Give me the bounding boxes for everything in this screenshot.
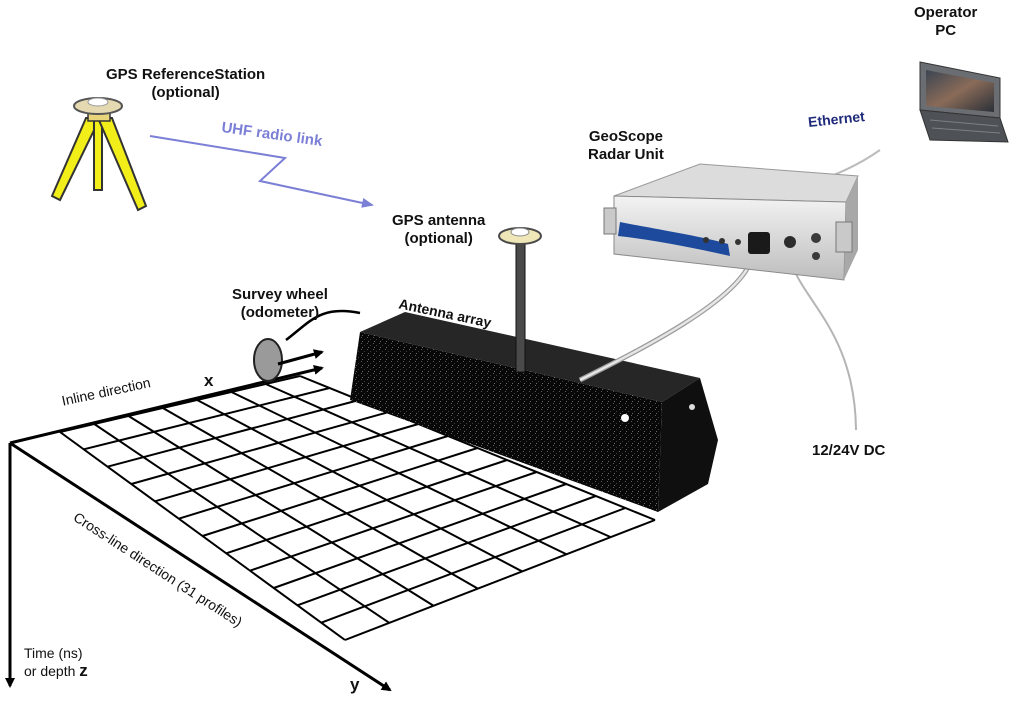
survey-wheel (253, 309, 361, 382)
axes (5, 365, 392, 692)
label-survey-wheel: Survey wheel (odometer) (232, 286, 328, 322)
label-survey-wheel-line1: Survey wheel (232, 286, 328, 303)
label-radar-unit: GeoScope Radar Unit (588, 128, 664, 164)
uhf-link-line (149, 135, 374, 208)
radar-unit (603, 163, 859, 281)
label-x-axis: x (204, 371, 214, 390)
grid-line-crossline (93, 423, 390, 624)
grid-line-inline (202, 447, 478, 537)
grid-line-inline (273, 483, 567, 589)
grid-line-inline (297, 495, 597, 607)
grid-line-inline (249, 471, 537, 572)
label-time-axis-line2-text: or depth (24, 663, 76, 679)
grid-line-inline (225, 459, 508, 555)
label-radar-unit-line2: Radar Unit (588, 146, 664, 163)
grid-line-crossline (162, 407, 479, 590)
grid-line-crossline (128, 415, 435, 607)
grid-line-inline (178, 435, 449, 520)
label-gps-reference-line1: GPS ReferenceStation (106, 66, 266, 83)
grid-line-inline (320, 507, 626, 624)
label-operator-pc: Operator PC (914, 4, 977, 40)
label-gps-reference: GPS ReferenceStation (optional) (106, 66, 265, 102)
grid-line-crossline (230, 391, 567, 556)
grid-line-inline (344, 519, 656, 641)
label-gps-antenna-line2: (optional) (404, 230, 473, 247)
crossline-axis (9, 441, 392, 692)
survey-grid (59, 375, 656, 641)
antenna-array-box (350, 312, 718, 512)
label-gps-reference-line2: (optional) (151, 84, 220, 101)
laptop (919, 61, 1009, 143)
grid-line-crossline (59, 431, 346, 641)
label-power: 12/24V DC (812, 442, 886, 459)
grid-line-inline (107, 399, 360, 468)
grid-line-inline (130, 411, 390, 485)
label-operator-pc-line2: PC (935, 22, 957, 39)
label-time-axis-line1: Time (ns) (24, 645, 83, 661)
label-y-axis: y (350, 675, 360, 694)
label-time-axis-line2: or depth z (24, 662, 88, 680)
grid-line-crossline (196, 399, 523, 573)
label-survey-wheel-line2: (odometer) (240, 304, 320, 321)
label-z-symbol: z (79, 661, 88, 680)
gps-antenna (498, 227, 542, 373)
label-gps-antenna: GPS antenna (optional) (392, 212, 485, 248)
label-radar-unit-line1: GeoScope (588, 128, 664, 145)
label-operator-pc-line1: Operator (914, 4, 978, 21)
gps-reference-tripod (50, 97, 148, 212)
grid-line-inline (83, 387, 330, 451)
grid-line-inline (154, 423, 419, 503)
grid-line-crossline (265, 383, 612, 539)
label-time-axis: Time (ns) or depth z (24, 644, 88, 680)
label-gps-antenna-line1: GPS antenna (392, 212, 486, 229)
